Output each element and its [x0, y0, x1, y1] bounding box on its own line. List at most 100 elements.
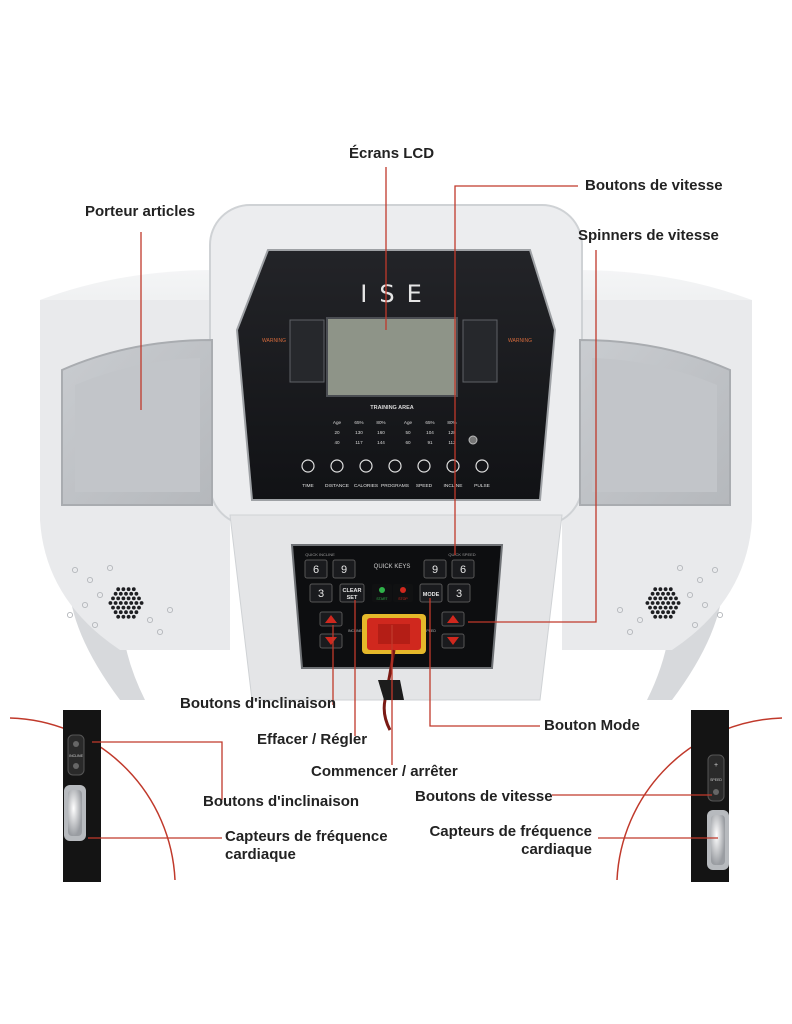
speed-icon	[417, 459, 431, 473]
decor-dot	[66, 611, 74, 619]
incline-down-button[interactable]	[319, 633, 343, 649]
svg-text:6: 6	[313, 564, 319, 576]
speaker-hole	[671, 601, 676, 605]
speaker-hole	[129, 601, 134, 605]
speaker-hole	[648, 605, 652, 610]
svg-text:MODE: MODE	[423, 592, 440, 598]
speaker-hole	[129, 591, 134, 596]
speaker-hole	[137, 605, 141, 610]
handle-hr-sensor-left	[64, 785, 86, 841]
svg-text:9: 9	[432, 564, 438, 576]
incline-icon	[446, 459, 460, 473]
training-table-cell: 160	[377, 430, 385, 435]
speaker-hole	[129, 610, 134, 615]
speaker-hole	[126, 614, 131, 619]
training-area-title: TRAINING AREA	[370, 405, 414, 411]
speaker-hole	[113, 610, 118, 615]
decor-dot	[711, 566, 719, 574]
speaker-hole	[666, 591, 671, 596]
callout-hr-right-line2: cardiaque	[521, 841, 592, 858]
quick-speed-label: QUICK SPEED	[448, 552, 475, 557]
decor-dot	[146, 616, 154, 624]
arrow-down-icon	[325, 637, 337, 645]
speaker-hole	[655, 591, 660, 596]
training-table-cell: 91	[427, 440, 433, 445]
speaker-hole	[134, 601, 139, 605]
speaker-hole	[116, 605, 121, 610]
start-button[interactable]: START	[372, 584, 392, 602]
svg-text:CLEAR: CLEAR	[343, 588, 362, 594]
display-icon-label: INCLINE	[444, 483, 463, 489]
decor-dot	[106, 564, 114, 572]
training-table-cell: 130	[355, 430, 363, 435]
speed-quick-key-3[interactable]: 3	[447, 583, 471, 603]
speaker-hole	[668, 605, 673, 610]
training-table-cell: 104	[426, 430, 434, 435]
speaker-hole	[658, 614, 663, 619]
speaker-hole	[111, 605, 115, 610]
speaker-hole	[131, 587, 136, 592]
svg-text:3: 3	[456, 588, 462, 600]
speaker-hole	[116, 596, 121, 601]
speaker-hole	[671, 610, 676, 615]
decor-dot	[81, 601, 89, 609]
warning-label-right: WARNING	[508, 338, 532, 344]
mode-button[interactable]: MODE	[419, 583, 443, 603]
keypad: QUICK KEYS QUICK INCLINE QUICK SPEED 6 9…	[290, 544, 504, 669]
speed-up-button[interactable]	[441, 611, 465, 627]
speaker-hole	[113, 601, 118, 605]
incline-quick-key-3[interactable]: 3	[309, 583, 333, 603]
speaker-hole	[650, 601, 655, 605]
training-table-cell: 50	[405, 430, 411, 435]
speaker-hole	[668, 614, 673, 619]
line-incline-handle	[92, 741, 223, 800]
speaker-hole	[124, 601, 128, 605]
training-table-cell: 20	[334, 430, 340, 435]
clear-set-button[interactable]: CLEAR SET	[339, 583, 365, 603]
handle-speed-buttons[interactable]: + SPEED	[707, 754, 725, 802]
speaker-hole	[663, 605, 668, 610]
callout-speed-buttons-handle: Boutons de vitesse	[415, 788, 553, 805]
speaker-hole	[658, 596, 663, 601]
speed-quick-key-1[interactable]: 9	[423, 559, 447, 579]
program-window-right	[462, 319, 498, 383]
display-icon-label: TIME	[302, 483, 313, 489]
program-window-left	[289, 319, 325, 383]
speed-down-button[interactable]	[441, 633, 465, 649]
incline-quick-key-2[interactable]: 9	[332, 559, 356, 579]
callout-speed-spinners: Spinners de vitesse	[578, 227, 719, 244]
line-speed-buttons-top	[454, 185, 578, 555]
speaker-hole	[137, 596, 141, 601]
speaker-hole	[126, 587, 131, 592]
speaker-hole	[655, 610, 660, 615]
speaker-hole	[663, 614, 668, 619]
callout-lines	[88, 167, 718, 839]
speaker-hole	[653, 596, 658, 601]
decor-dots	[66, 564, 724, 636]
training-table-cell: 128	[448, 430, 456, 435]
svg-text:SET: SET	[347, 595, 358, 601]
callout-mode-button: Bouton Mode	[544, 717, 640, 734]
svg-text:9: 9	[341, 564, 347, 576]
training-table-header-cell: 65%	[425, 420, 434, 425]
speaker-hole	[121, 614, 126, 619]
speaker-hole	[126, 605, 131, 610]
incline-quick-key-1[interactable]: 6	[304, 559, 328, 579]
training-table-cell: 144	[377, 440, 385, 445]
svg-text:6: 6	[460, 564, 466, 576]
speaker-hole	[139, 601, 144, 605]
speed-quick-key-2[interactable]: 6	[451, 559, 475, 579]
speaker-hole	[126, 596, 131, 601]
emergency-stop-button[interactable]	[362, 614, 426, 654]
decor-dot	[676, 564, 684, 572]
handle-incline-buttons[interactable]: INCLINE	[67, 734, 85, 776]
incline-up-button[interactable]	[319, 611, 343, 627]
training-table-header-cell: Age	[404, 420, 413, 425]
decor-dot	[86, 576, 94, 584]
arrow-up-icon	[447, 615, 459, 623]
callout-hr-left-line1: Capteurs de fréquence	[225, 828, 388, 845]
handle-left: INCLINE	[9, 710, 176, 882]
